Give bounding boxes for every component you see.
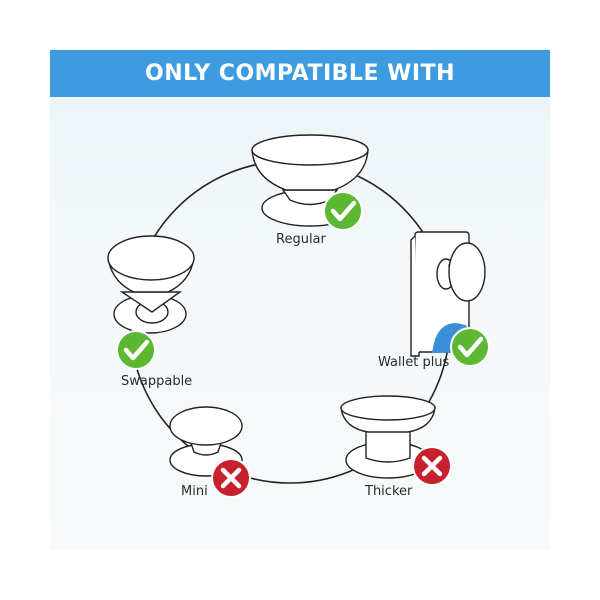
wallet-plus-status-badge [450,327,490,367]
label-thicker: Thicker [365,484,413,499]
label-regular: Regular [276,232,326,247]
check-icon [123,339,150,361]
swappable-status-badge [116,330,156,370]
check-icon [457,336,484,358]
regular-status-badge [323,191,363,231]
swappable-grip [107,235,195,334]
banner-title: ONLY COMPATIBLE WITH [145,61,455,86]
thicker-status-badge [412,446,452,486]
label-wallet-plus: Wallet plus [378,355,450,370]
x-icon [220,467,242,489]
label-mini: Mini [181,484,208,499]
wallet-plus-grip [410,231,486,357]
thicker-grip [340,395,436,479]
title-banner: ONLY COMPATIBLE WITH [50,50,550,97]
mini-status-badge [211,458,251,498]
label-swappable: Swappable [121,374,193,389]
x-icon [421,455,443,477]
check-icon [330,200,357,222]
